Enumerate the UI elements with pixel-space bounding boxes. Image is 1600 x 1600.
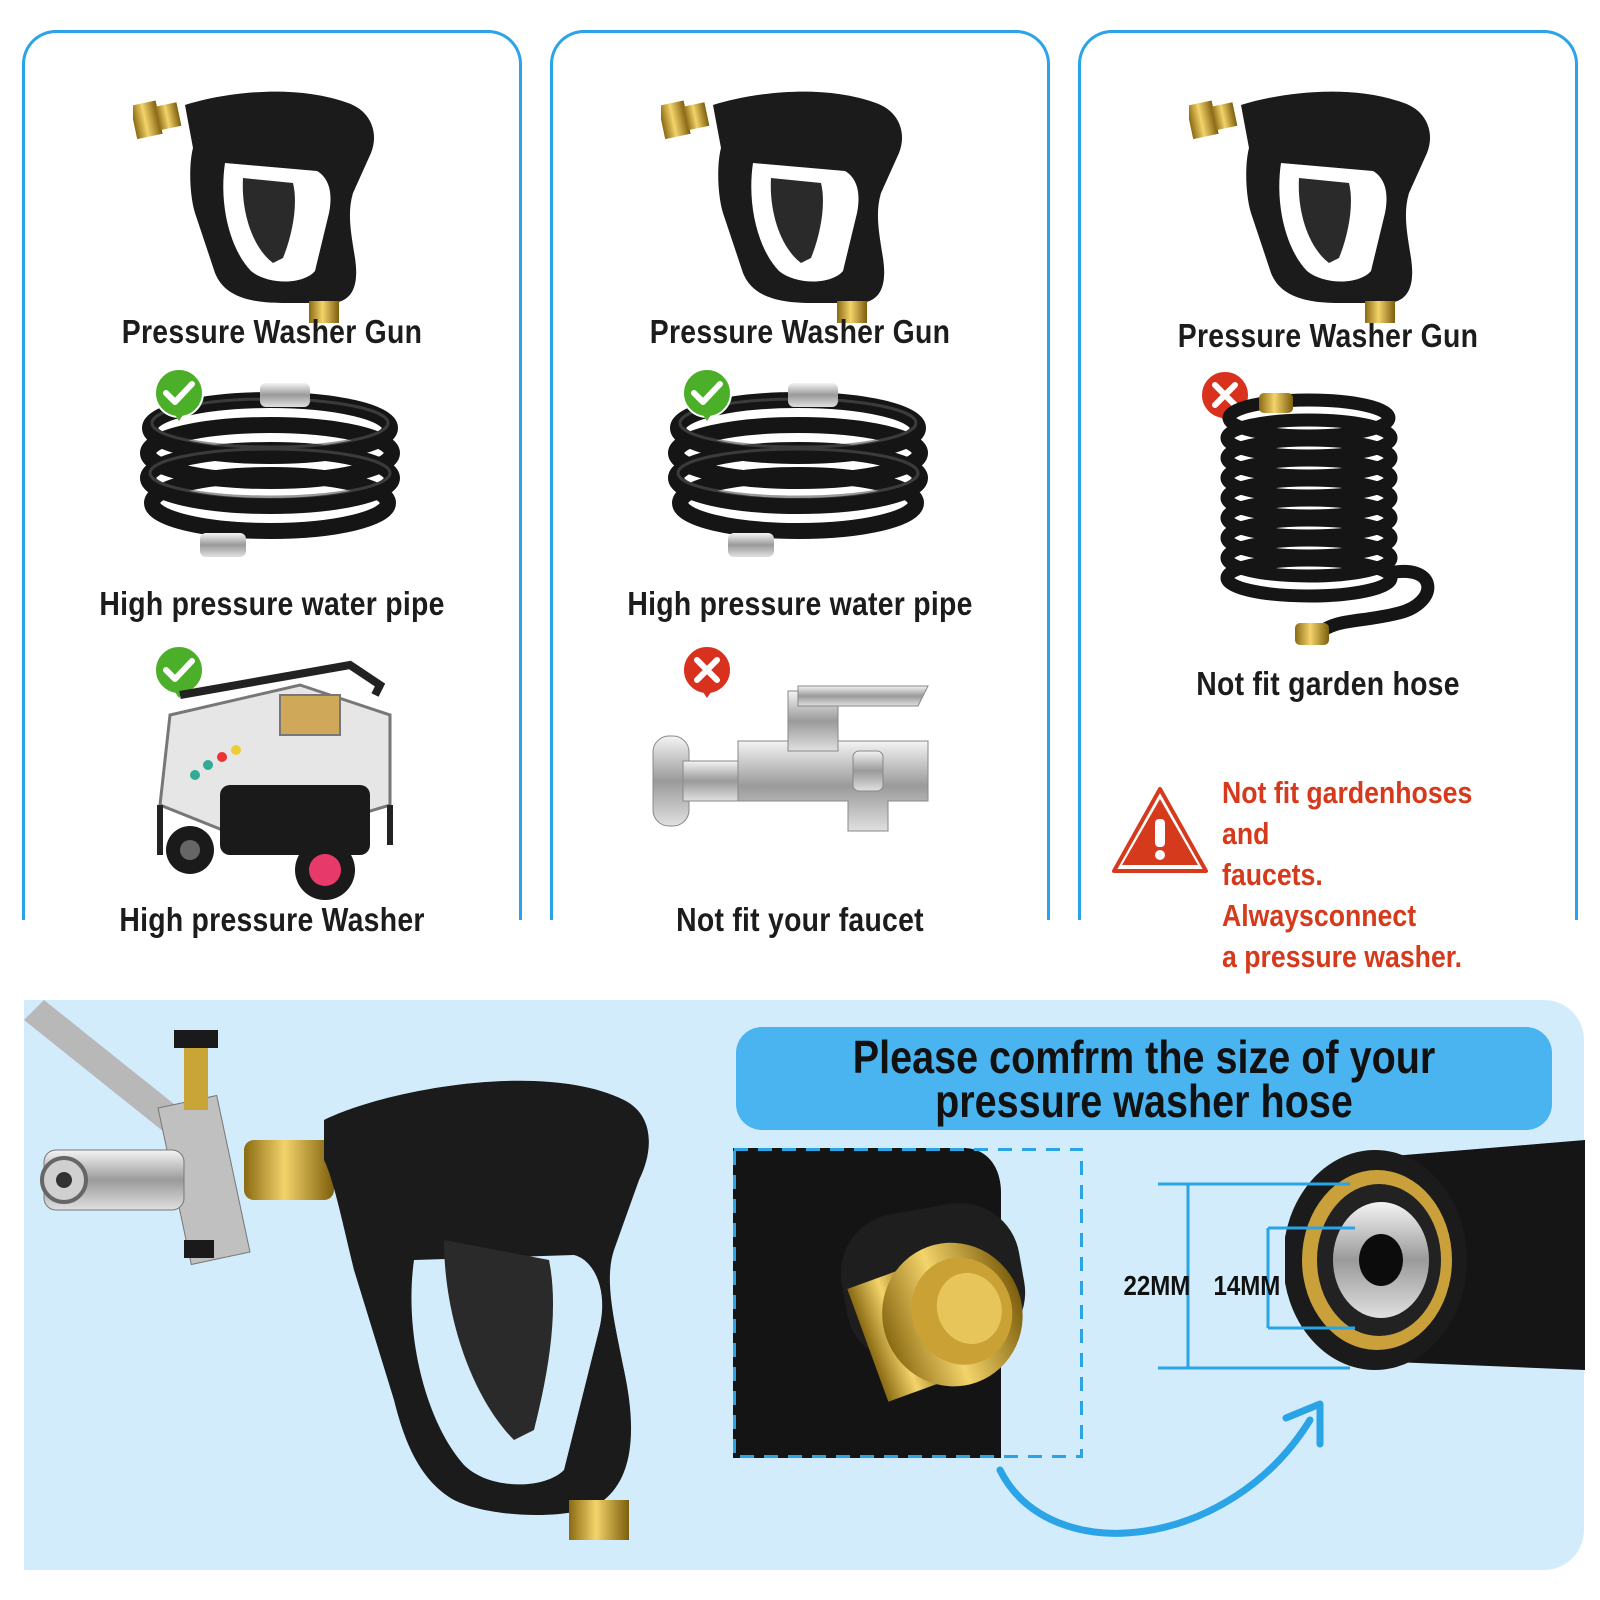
item1-label: Not fit garden hose [1196,665,1460,702]
item2-label: Not fit your faucet [676,901,924,938]
pressure-washer-gun-image [1189,53,1449,323]
pressure-washer-gun-image [133,53,393,323]
gun-with-adapter-image [24,1000,649,1540]
size-banner: Please comfrm the size of your pressure … [736,1027,1552,1130]
gun-label: Pressure Washer Gun [649,313,951,350]
warning-text: Not fit gardenhoses and faucets. Alwaysc… [1222,772,1514,977]
banner-line: pressure washer hose [935,1075,1353,1127]
warning-line: a pressure washer. [1222,939,1463,974]
warning-triangle-icon [1112,787,1208,873]
warning-line: Not fit gardenhoses and [1222,775,1473,851]
outer-diameter-label: 22MM [1123,1270,1191,1301]
compatibility-panel-1: Pressure Washer Gun High pressure water … [22,30,522,938]
garden-hose-image [1220,393,1435,645]
banner-line: Please comfrm the size of your [852,1031,1436,1083]
check-badge-icon [152,368,206,422]
male-thread-closeup [733,1148,1083,1458]
gun-label: Pressure Washer Gun [121,313,423,350]
compatibility-panel-2: Pressure Washer Gun High pressure water … [550,30,1050,938]
warning-line: faucets. Alwaysconnect [1222,857,1417,933]
gun-label: Pressure Washer Gun [1177,317,1479,354]
faucet-image [652,685,929,832]
curved-arrow-icon [996,1400,1324,1537]
female-coupler-closeup [1285,1140,1585,1370]
compatibility-panel-3: Pressure Washer Gun Not fit garden hose [1078,30,1578,920]
inner-diameter-label: 14MM [1213,1270,1281,1301]
pressure-washer-gun-image [661,53,921,323]
dimension-lines [1158,1182,1355,1370]
item1-label: High pressure water pipe [99,585,445,622]
item2-label: High pressure Washer [119,901,425,938]
item1-label: High pressure water pipe [627,585,973,622]
pressure-washer-machine-image [157,660,393,900]
check-badge-icon [680,368,734,422]
